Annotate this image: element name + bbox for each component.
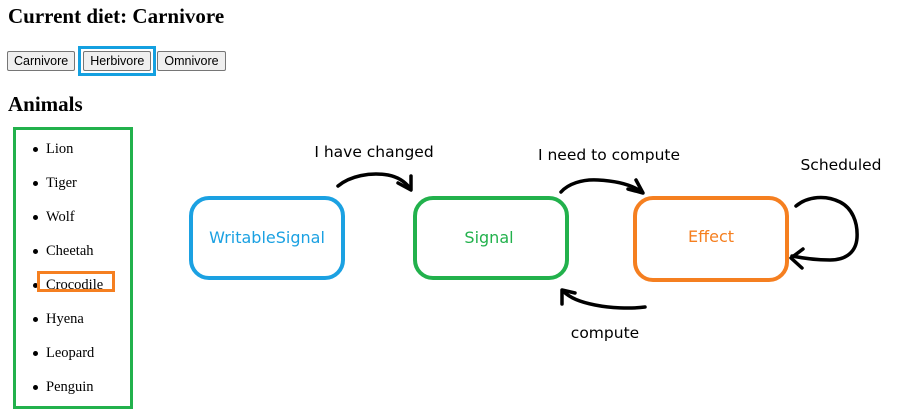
herbivore-highlight: Herbivore xyxy=(78,46,157,76)
edge-label-i-need-to-compute: I need to compute xyxy=(538,146,680,164)
bullet-icon xyxy=(33,147,38,152)
crocodile-highlight xyxy=(37,271,115,292)
edge-arrow-line xyxy=(561,289,647,310)
edge-arrow-line xyxy=(559,178,644,194)
herbivore-button[interactable]: Herbivore xyxy=(83,51,152,71)
node-label-signal: Signal xyxy=(464,228,513,247)
edge-compute: compute xyxy=(560,288,647,342)
bullet-icon xyxy=(33,249,38,254)
bullet-icon xyxy=(33,215,38,220)
animals-heading: Animals xyxy=(8,92,83,116)
node-label-writablesignal: WritableSignal xyxy=(209,228,325,247)
animal-label: Leopard xyxy=(46,345,95,361)
animal-label: Hyena xyxy=(46,311,84,327)
animal-label: Wolf xyxy=(46,209,75,225)
animal-list-highlight: Lion Tiger Wolf Cheetah Crocodile Hyena … xyxy=(13,127,133,409)
edge-arrow-line xyxy=(336,172,412,190)
arrow-head-icon xyxy=(560,288,577,306)
carnivore-button[interactable]: Carnivore xyxy=(7,51,76,71)
edge-label-compute: compute xyxy=(571,324,639,342)
bullet-icon xyxy=(33,351,38,356)
animal-label: Penguin xyxy=(46,379,94,395)
node-signal: Signal xyxy=(413,196,569,280)
omnivore-button[interactable]: Omnivore xyxy=(157,51,226,71)
edge-scheduled: Scheduled xyxy=(789,156,882,270)
edge-i-have-changed: I have changed xyxy=(314,143,434,192)
bullet-icon xyxy=(33,181,38,186)
edge-label-scheduled: Scheduled xyxy=(800,156,881,174)
page-title: Current diet: Carnivore xyxy=(8,4,225,28)
arrow-head-icon xyxy=(789,247,805,270)
animal-label: Cheetah xyxy=(46,243,94,259)
edge-i-need-to-compute: I need to compute xyxy=(538,146,680,195)
node-effect: Effect xyxy=(633,196,789,282)
edge-label-i-have-changed: I have changed xyxy=(314,143,433,161)
animal-label: Lion xyxy=(46,141,74,157)
bullet-icon xyxy=(33,317,38,322)
node-label-effect: Effect xyxy=(688,227,734,246)
bullet-icon xyxy=(33,385,38,390)
animal-label: Tiger xyxy=(46,175,77,191)
arrow-head-icon xyxy=(396,174,413,192)
diet-button-group: Carnivore Herbivore Omnivore xyxy=(7,46,227,76)
edge-arrow-line xyxy=(790,195,859,262)
node-writablesignal: WritableSignal xyxy=(189,196,345,280)
bullet-icon xyxy=(33,283,38,288)
arrow-head-icon xyxy=(626,178,645,195)
